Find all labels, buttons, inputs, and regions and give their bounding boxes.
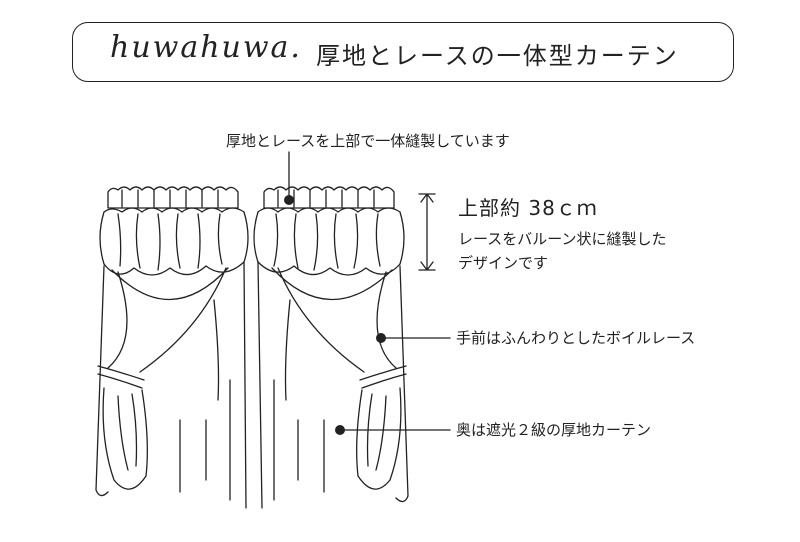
top-sewn-dot [284, 195, 294, 205]
left-tieback [97, 365, 145, 389]
top-sewn-label: 厚地とレースを上部で一体縫製しています [226, 132, 510, 150]
right-drape-outer [257, 261, 409, 509]
left-header-pleats [107, 186, 239, 209]
right-curtain [253, 186, 409, 509]
page-title: 厚地とレースの一体型カーテン [316, 42, 679, 70]
left-balloon-bottom [103, 261, 245, 276]
right-header-pleats [263, 186, 395, 209]
front-layer-label: 手前はふんわりとしたボイルレース [456, 329, 696, 347]
right-tieback [359, 365, 407, 389]
back-layer-dot [335, 425, 345, 435]
left-drape-outer [95, 261, 247, 509]
title-frame [72, 22, 734, 82]
balloon-desc-line1: レースをバルーン状に縫製した [458, 230, 667, 248]
back-layer-label: 奥は遮光２級の厚地カーテン [456, 421, 652, 439]
right-balloon-bottom [257, 261, 401, 276]
balloon-desc-line2: デザインです [458, 254, 549, 272]
balloon-size-label: 上部約 38ｃｍ [458, 196, 598, 220]
height-dimension [418, 193, 436, 271]
left-balloon-top [103, 207, 245, 213]
right-balloon-top [257, 207, 401, 213]
left-curtain [95, 186, 249, 509]
brand-logo: huwahuwa. [110, 30, 302, 65]
front-layer-dot [376, 333, 386, 343]
